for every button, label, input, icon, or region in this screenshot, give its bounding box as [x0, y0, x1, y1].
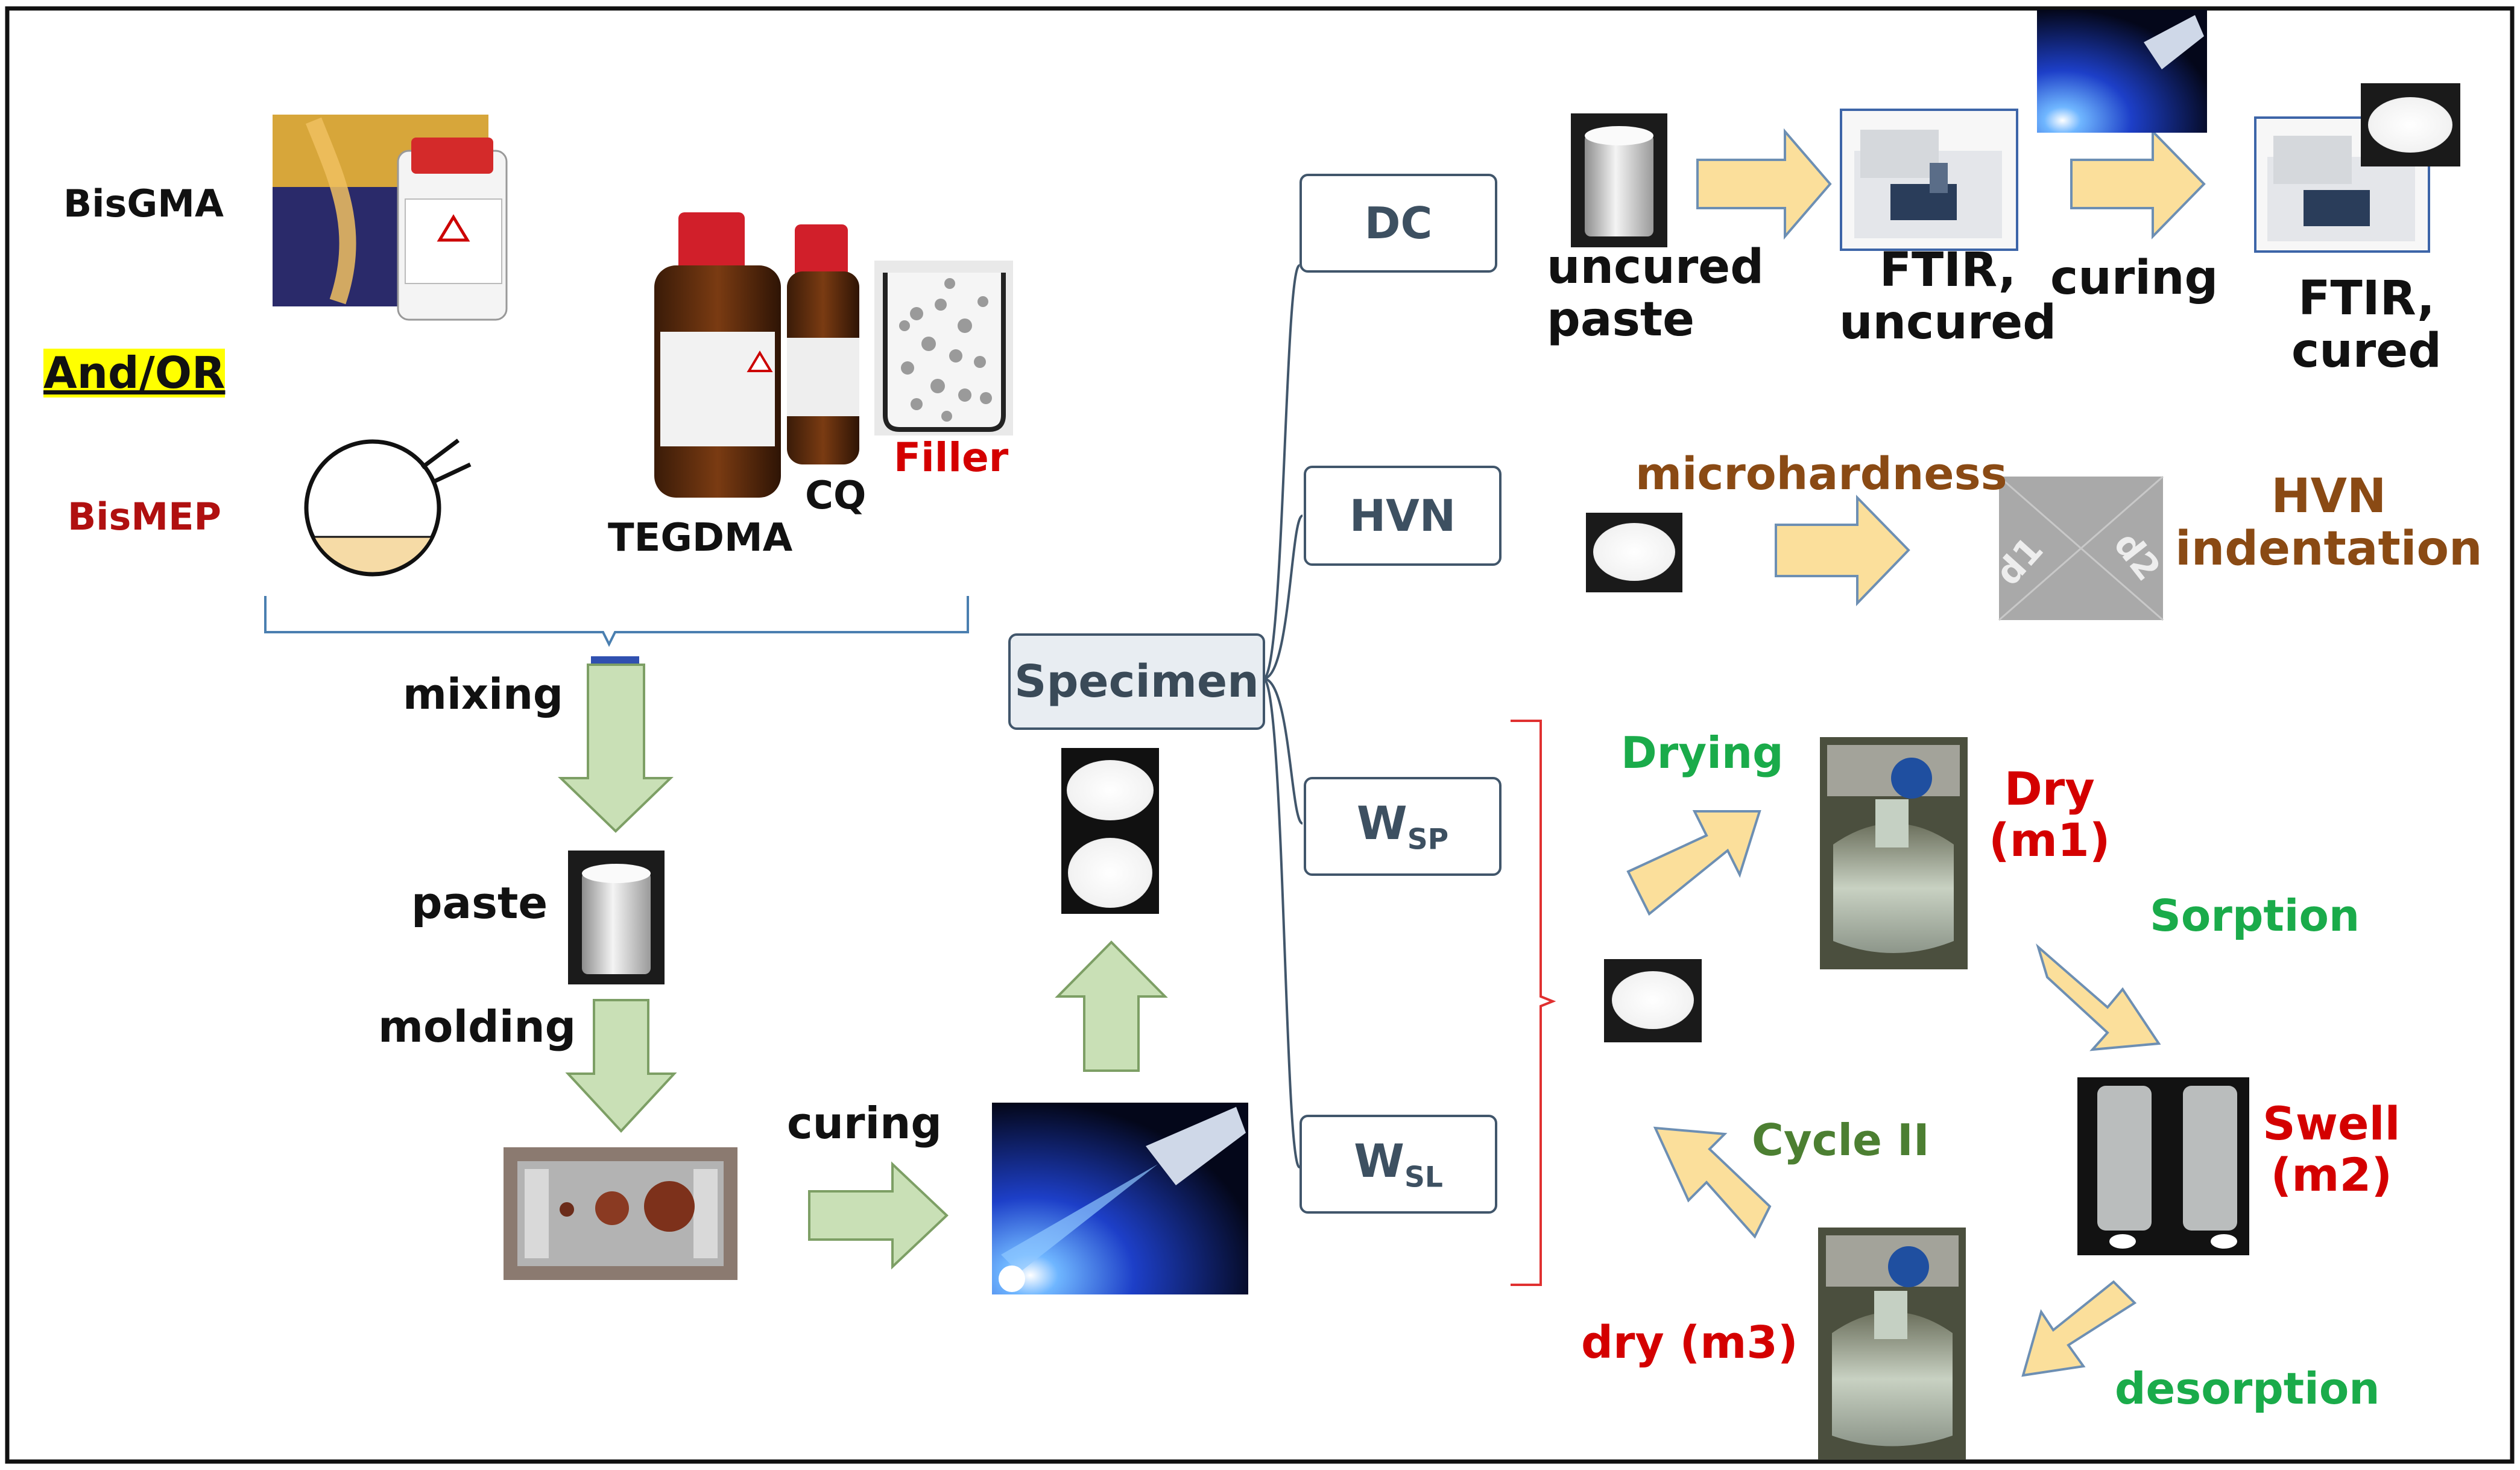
label-filler: Filler	[894, 434, 1009, 481]
label-cycle-ii: Cycle II	[1752, 1115, 1930, 1165]
arrow-curing-right	[808, 1161, 949, 1270]
label-curing: curing	[787, 1098, 942, 1148]
label-dry-m1: Dry(m1)	[1989, 762, 2111, 867]
desiccator-dry-image	[1820, 737, 1968, 969]
specimen-discs-image	[1061, 748, 1159, 914]
mixing-connector	[591, 656, 639, 665]
specimen-label: Specimen	[1014, 656, 1259, 708]
label-sorption: Sorption	[2150, 890, 2360, 941]
cq-bottle-image	[787, 224, 859, 464]
label-bismep: BisMEP	[68, 495, 221, 539]
specimen-box: Specimen	[1008, 633, 1265, 730]
hvn-label: HVN	[1349, 490, 1456, 541]
dc-label: DC	[1364, 198, 1433, 249]
arrow-dc-1	[1696, 128, 1832, 240]
wsp-box: WSP	[1304, 777, 1502, 876]
arrow-desorption	[2021, 1280, 2137, 1377]
label-desorption: desorption	[2115, 1363, 2380, 1414]
label-ftir-uncured: FTIR,uncured	[1839, 243, 2057, 350]
sorption-bracket	[1511, 720, 1556, 1286]
arrow-cycle-ii	[1653, 1126, 1772, 1239]
outer-frame	[5, 6, 2515, 1464]
label-microhardness: microhardness	[1635, 448, 2007, 500]
arrow-drying	[1626, 810, 1761, 916]
arrow-hvn	[1775, 495, 1910, 606]
label-dry-m3: dry (m3)	[1581, 1317, 1798, 1369]
sorption-disc-image	[1604, 959, 1702, 1042]
vials-image	[2077, 1077, 2249, 1255]
label-bisgma: BisGMA	[63, 182, 224, 226]
label-mixing: mixing	[403, 670, 564, 719]
tegdma-bottle-image	[654, 212, 781, 498]
arrow-molding	[565, 999, 677, 1133]
label-paste: paste	[411, 878, 548, 928]
curing-light-image	[992, 1103, 1248, 1294]
dc-box: DC	[1299, 174, 1497, 273]
filler-image	[874, 261, 1013, 436]
label-drying: Drying	[1621, 727, 1784, 778]
arrow-mixing	[558, 664, 674, 833]
tree-connectors	[1262, 264, 1304, 1168]
desiccator-dry-m3-image	[1818, 1228, 1966, 1460]
paste-jar-image	[568, 851, 665, 984]
ftir-uncured-image	[1840, 109, 2018, 251]
label-molding: molding	[378, 1001, 576, 1052]
label-ftir-cured: FTIR,cured	[2291, 271, 2442, 379]
indentation-image	[1998, 475, 2164, 621]
mold-image	[504, 1147, 737, 1280]
arrow-up-specimen	[1055, 940, 1168, 1072]
hvn-disc-image	[1586, 513, 1682, 592]
arrow-dc-2	[2070, 128, 2206, 239]
dc-curing-light-image	[2037, 10, 2207, 133]
hvn-box: HVN	[1304, 466, 1502, 566]
label-dc-curing: curing	[2050, 251, 2218, 305]
label-swell-m2: Swell(m2)	[2263, 1097, 2401, 1202]
ingredients-brace	[264, 596, 969, 647]
dc-paste-jar-image	[1571, 113, 1667, 247]
arrow-sorption	[2036, 943, 2161, 1051]
wsp-label: WSP	[1356, 796, 1449, 857]
wsl-box: WSL	[1299, 1115, 1497, 1214]
flask-image	[304, 439, 472, 577]
bisgma-image	[273, 115, 508, 321]
label-tegdma: TEGDMA	[608, 516, 793, 560]
wsl-label: WSL	[1354, 1134, 1443, 1194]
label-cq: CQ	[805, 474, 867, 518]
label-and-or: And/OR	[43, 347, 226, 398]
ftir-cured-image	[2254, 83, 2460, 253]
